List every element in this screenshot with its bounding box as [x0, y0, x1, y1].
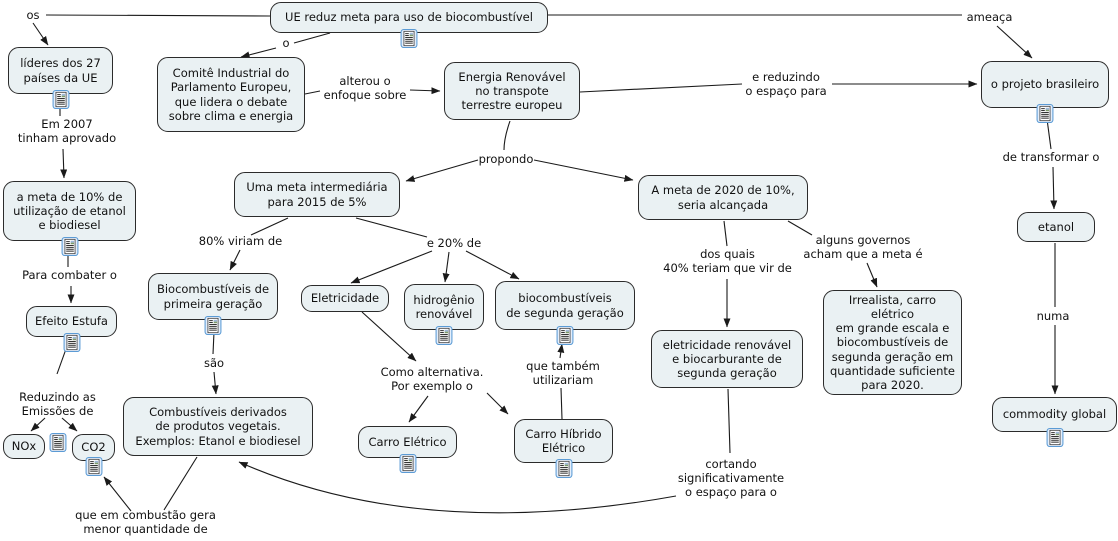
resource-icon[interactable]	[63, 333, 81, 352]
link-ameaca[interactable]: ameaça	[966, 10, 1013, 24]
concept-combustiveis-vegetais[interactable]: Combustíveis derivados de produtos veget…	[123, 397, 313, 456]
concept-label: A meta de 2020 de 10%, seria alcançada	[651, 183, 795, 212]
concept-co2[interactable]: CO2	[72, 434, 115, 476]
resource-icon[interactable]	[1046, 428, 1064, 447]
concept-efeito-estufa[interactable]: Efeito Estufa	[26, 306, 117, 352]
concept-commodity-global[interactable]: commodity global	[992, 397, 1117, 447]
resource-icon[interactable]	[435, 326, 453, 345]
concept-label: eletricidade renovável e biocarburante d…	[662, 337, 792, 381]
link-alterou-enfoque[interactable]: alterou o enfoque sobre	[323, 74, 407, 103]
link-que-em-combustao[interactable]: que em combustão gera menor quantidade d…	[75, 508, 216, 537]
link-numa[interactable]: numa	[1036, 309, 1070, 323]
concept-label: UE reduz meta para uso de biocombustível	[285, 10, 533, 25]
concept-label: Irrealista, carro elétrico em grande esc…	[830, 292, 955, 393]
concept-meta-2020[interactable]: A meta de 2020 de 10%, seria alcançada	[638, 175, 808, 220]
concept-label: CO2	[81, 440, 106, 455]
concept-label: líderes dos 27 países da UE	[20, 56, 101, 85]
concept-eletricidade-renovavel-biocarburante[interactable]: eletricidade renovável e biocarburante d…	[651, 330, 803, 388]
concept-energia-renovavel[interactable]: Energia Renovável no transpote terrestre…	[444, 62, 580, 120]
concept-meta-intermediaria-2015[interactable]: Uma meta intermediária para 2015 de 5%	[234, 172, 400, 217]
concept-meta-10-etanol-biodiesel[interactable]: a meta de 10% de utilização de etanol e …	[3, 181, 136, 256]
link-em-2007-tinham-aprovado[interactable]: Em 2007 tinham aprovado	[17, 117, 117, 146]
link-para-combater-o[interactable]: Para combater o	[22, 268, 117, 282]
concept-label: Biocombustíveis de primeira geração	[156, 282, 270, 311]
concept-label: Eletricidade	[310, 291, 380, 306]
concept-label: Carro Elétrico	[368, 434, 447, 449]
link-reduzindo-as-emissoes[interactable]: Reduzindo as Emissões de	[10, 376, 105, 453]
link-sao[interactable]: são	[203, 356, 225, 370]
concept-label: hidrogênio renovável	[413, 292, 475, 321]
link-que-tambem-utilizariam[interactable]: que também utilizariam	[526, 359, 600, 388]
resource-icon[interactable]	[49, 433, 67, 453]
concept-irrealista[interactable]: Irrealista, carro elétrico em grande esc…	[823, 290, 962, 395]
link-label: Reduzindo as Emissões de	[19, 390, 96, 419]
resource-icon[interactable]	[85, 457, 103, 476]
link-os[interactable]: os	[26, 8, 40, 22]
link-como-alternativa[interactable]: Como alternativa. Por exemplo o	[380, 365, 484, 394]
concept-label: NOx	[11, 439, 37, 454]
concept-etanol[interactable]: etanol	[1017, 212, 1095, 242]
link-e-20-de[interactable]: e 20% de	[426, 236, 482, 250]
concept-label: o projeto brasileiro	[990, 77, 1100, 92]
concept-eletricidade[interactable]: Eletricidade	[301, 285, 389, 312]
link-de-transformar-o[interactable]: de transformar o	[1002, 150, 1100, 164]
concept-nox[interactable]: NOx	[3, 434, 45, 459]
resource-icon[interactable]	[399, 454, 417, 473]
concept-label: Uma meta intermediária para 2015 de 5%	[246, 180, 388, 209]
resource-icon[interactable]	[204, 316, 222, 335]
link-propondo[interactable]: propondo	[478, 152, 534, 166]
link-e-reduzindo-espaco[interactable]: e reduzindo o espaço para	[745, 70, 827, 99]
concept-label: commodity global	[1002, 407, 1107, 422]
resource-icon[interactable]	[556, 326, 574, 345]
concept-label: biocombustíveis de segunda geração	[506, 291, 624, 320]
concept-lideres-27-paises[interactable]: líderes dos 27 países da UE	[8, 47, 113, 109]
resource-icon[interactable]	[52, 90, 70, 109]
resource-icon[interactable]	[1036, 104, 1054, 123]
concept-hidrogenio-renovavel[interactable]: hidrogênio renovável	[404, 284, 484, 345]
concept-comite-industrial[interactable]: Comitê Industrial do Parlamento Europeu,…	[157, 57, 305, 132]
resource-icon[interactable]	[400, 29, 418, 48]
link-alguns-governos[interactable]: alguns governos acham que a meta é	[803, 233, 923, 262]
resource-icon[interactable]	[555, 459, 573, 478]
concept-ue-reduz-meta[interactable]: UE reduz meta para uso de biocombustível	[270, 2, 548, 48]
concept-label: Energia Renovável no transpote terrestre…	[458, 69, 566, 113]
link-o[interactable]: o	[282, 36, 290, 50]
link-80-viriam-de[interactable]: 80% viriam de	[198, 234, 283, 248]
concept-label: a meta de 10% de utilização de etanol e …	[13, 189, 126, 233]
concept-projeto-brasileiro[interactable]: o projeto brasileiro	[981, 61, 1109, 123]
link-dos-quais-40[interactable]: dos quais 40% teriam que vir de	[663, 247, 792, 276]
concept-label: Combustíveis derivados de produtos veget…	[135, 405, 301, 448]
concept-carro-eletrico[interactable]: Carro Elétrico	[358, 426, 457, 473]
concept-carro-hibrido-eletrico[interactable]: Carro Híbrido Elétrico	[514, 419, 613, 478]
link-cortando-significativamente[interactable]: cortando significativamente o espaço par…	[677, 457, 785, 500]
resource-icon[interactable]	[61, 237, 79, 256]
concept-label: Efeito Estufa	[35, 314, 108, 329]
concept-biocombustiveis-primeira-geracao[interactable]: Biocombustíveis de primeira geração	[148, 273, 278, 335]
concept-biocombustiveis-segunda-geracao[interactable]: biocombustíveis de segunda geração	[495, 281, 635, 345]
concept-label: Carro Híbrido Elétrico	[525, 426, 602, 455]
concept-label: Comitê Industrial do Parlamento Europeu,…	[168, 66, 294, 123]
concept-label: etanol	[1037, 219, 1075, 234]
